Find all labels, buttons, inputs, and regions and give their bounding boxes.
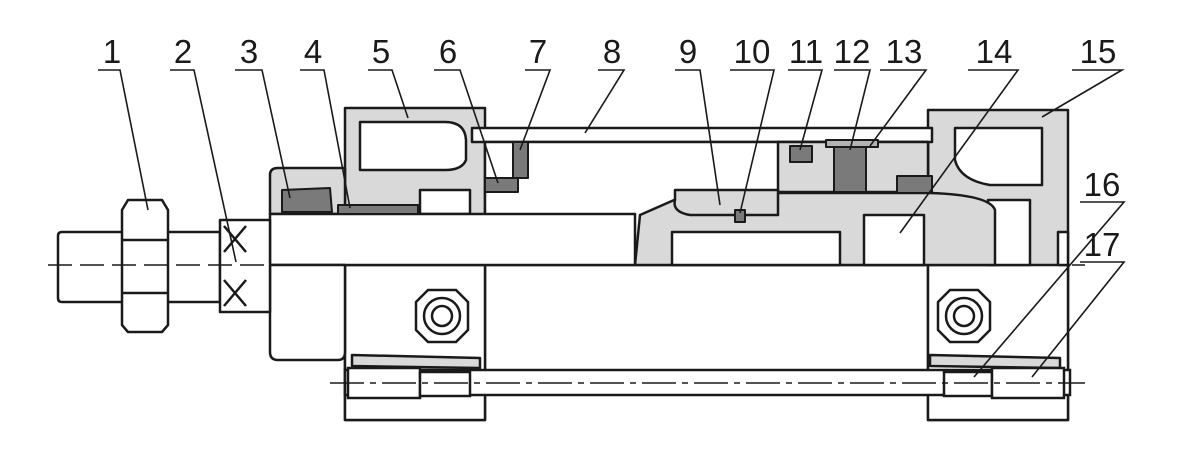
- callout-17: 17: [1084, 226, 1121, 263]
- seals-and-packings: [281, 139, 933, 223]
- callout-labels: 1 2 3 4 5 6 7 8 9 10 11 12 13 14 15 16 1…: [103, 33, 1121, 263]
- center-lines: [48, 264, 1085, 384]
- callout-6: 6: [439, 33, 457, 70]
- callout-16: 16: [1084, 166, 1121, 203]
- rod-seal: [281, 187, 333, 213]
- callout-13: 13: [886, 33, 923, 70]
- callout-11: 11: [789, 33, 823, 70]
- callout-2: 2: [174, 33, 192, 70]
- callout-7: 7: [529, 33, 547, 70]
- leader-lines: [98, 69, 1126, 378]
- callout-4: 4: [304, 33, 322, 70]
- bushing: [337, 204, 419, 215]
- rod-end-thread-and-nut: [56, 198, 272, 334]
- callout-5: 5: [372, 33, 390, 70]
- tie-rod-nuts: [414, 288, 992, 344]
- rear-tie-rod-nut: [936, 288, 992, 344]
- front-tie-rod-nut: [414, 288, 470, 344]
- callout-8: 8: [603, 33, 621, 70]
- piston-seal: [789, 145, 813, 163]
- callout-9: 9: [679, 33, 697, 70]
- magnet: [833, 145, 867, 193]
- callout-12: 12: [834, 33, 871, 70]
- callout-10: 10: [734, 33, 771, 70]
- cushion-seal-rear: [896, 175, 933, 194]
- callout-14: 14: [976, 33, 1013, 70]
- callout-1: 1: [103, 33, 121, 70]
- cushion-seal-front: [484, 177, 519, 193]
- callout-3: 3: [240, 33, 258, 70]
- piston-rod: [268, 212, 637, 362]
- callout-15: 15: [1080, 33, 1117, 70]
